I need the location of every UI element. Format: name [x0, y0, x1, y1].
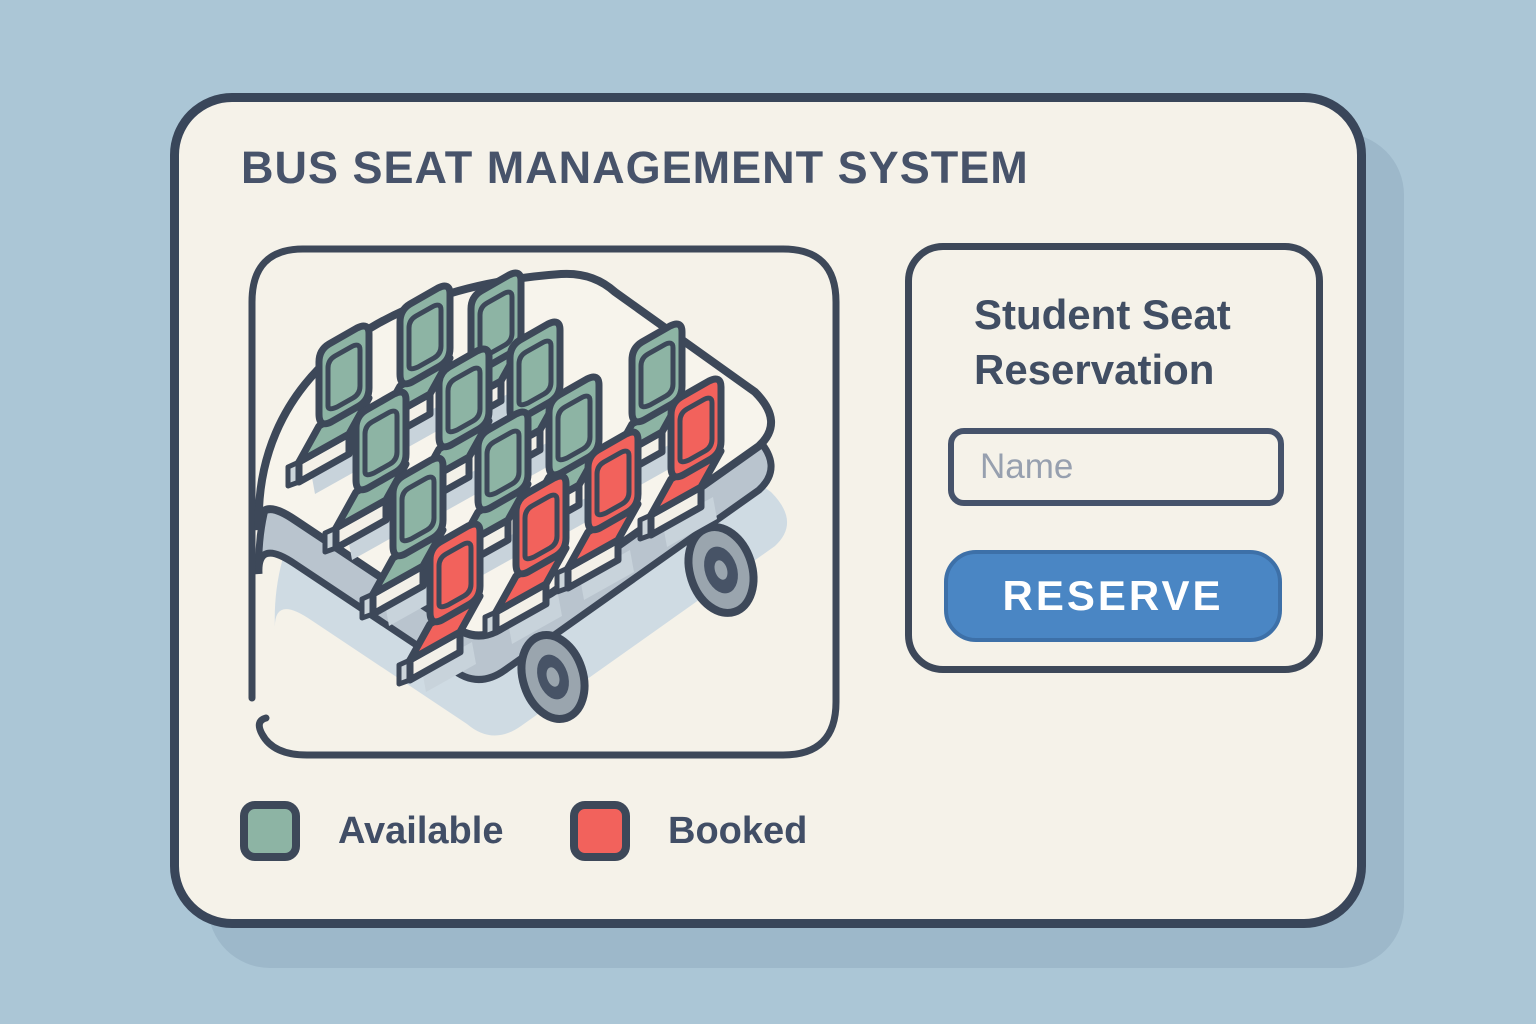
- name-input[interactable]: [948, 428, 1284, 506]
- front-wheel: [517, 631, 589, 723]
- rear-wheel: [684, 523, 758, 617]
- card-content: BUS SEAT MANAGEMENT SYSTEM: [179, 102, 1357, 919]
- page-title: BUS SEAT MANAGEMENT SYSTEM: [241, 142, 1029, 193]
- legend-item-available: Available: [240, 801, 504, 861]
- seat-layer: [285, 269, 725, 692]
- booked-label: Booked: [668, 809, 808, 852]
- bus-panel-border: [255, 245, 840, 759]
- seat-4A[interactable]: [396, 520, 484, 692]
- booked-swatch-icon: [570, 801, 630, 861]
- bus-illustration: [254, 269, 788, 736]
- bus-panel-border-left: [248, 245, 307, 702]
- seat-2A[interactable]: [322, 388, 410, 560]
- seat-4C[interactable]: [554, 428, 642, 600]
- reservation-panel: Student Seat Reservation RESERVE: [905, 243, 1323, 673]
- legend-item-booked: Booked: [570, 801, 808, 861]
- main-card: BUS SEAT MANAGEMENT SYSTEM: [170, 93, 1366, 928]
- seat-3A[interactable]: [359, 454, 447, 626]
- reserve-button[interactable]: RESERVE: [944, 550, 1282, 642]
- seat-4B[interactable]: [482, 472, 570, 644]
- seat-1A[interactable]: [285, 322, 373, 494]
- seat-4D[interactable]: [637, 375, 725, 547]
- available-swatch-icon: [240, 801, 300, 861]
- reservation-title: Student Seat Reservation: [974, 291, 1231, 393]
- bus-seat-map-panel: [248, 245, 840, 759]
- available-label: Available: [338, 809, 504, 852]
